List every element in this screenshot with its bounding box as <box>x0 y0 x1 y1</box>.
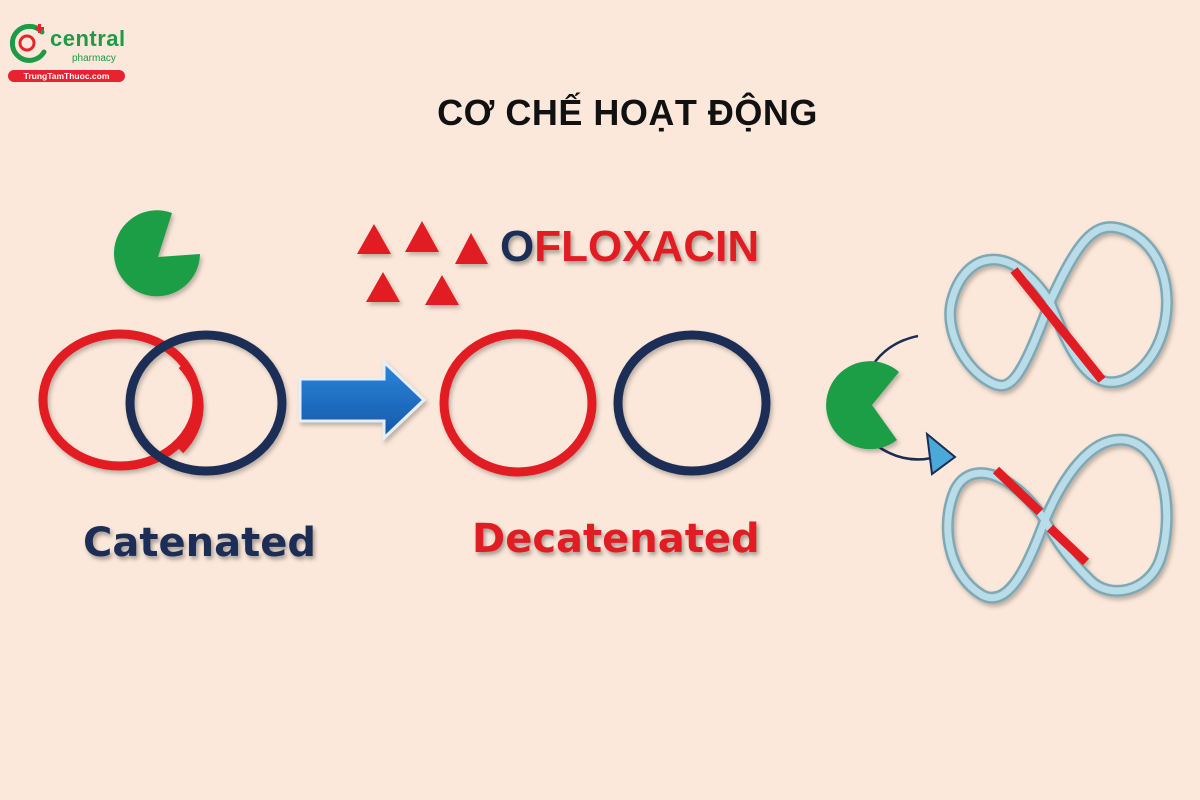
enzyme-pacman-right-icon <box>826 361 899 450</box>
catenated-label: Catenated <box>83 520 316 566</box>
curved-arrow-bottom <box>875 443 933 461</box>
logo-subtitle: pharmacy <box>72 53 116 64</box>
drug-name-first-letter: O <box>500 222 534 271</box>
drug-triangle-icon <box>455 233 488 264</box>
decatenated-navy-ring <box>613 330 771 476</box>
catenated-rings <box>38 329 287 476</box>
drug-triangle-icon <box>405 221 439 252</box>
logo-name: central <box>50 26 126 51</box>
logo-website: TrungTamThuoc.com <box>8 70 125 82</box>
decatenated-label: Decatenated <box>472 516 760 562</box>
supercoiled-dna-top <box>944 221 1173 392</box>
curved-arrow-head-icon <box>925 431 957 476</box>
catenated-red-ring <box>38 329 202 471</box>
catenated-navy-ring <box>125 330 287 476</box>
drug-triangle-icon <box>357 224 391 254</box>
page-title: CƠ CHẾ HOẠT ĐỘNG <box>437 92 818 133</box>
decatenated-red-ring <box>439 329 597 477</box>
supercoiled-dna-bottom <box>941 433 1173 604</box>
drug-name-rest: FLOXACIN <box>534 222 759 271</box>
drug-molecules <box>357 221 488 305</box>
drug-name: OFLOXACIN <box>500 222 759 271</box>
enzyme-pacman-icon <box>114 210 200 297</box>
logo-mark-icon <box>9 23 47 63</box>
process-arrow-icon <box>298 358 427 442</box>
drug-triangle-icon <box>425 275 459 305</box>
curved-arrow-top <box>870 334 919 367</box>
decatenated-rings <box>439 329 771 477</box>
drug-triangle-icon <box>366 272 400 302</box>
logo: central pharmacy TrungTamThuoc.com <box>8 20 133 82</box>
